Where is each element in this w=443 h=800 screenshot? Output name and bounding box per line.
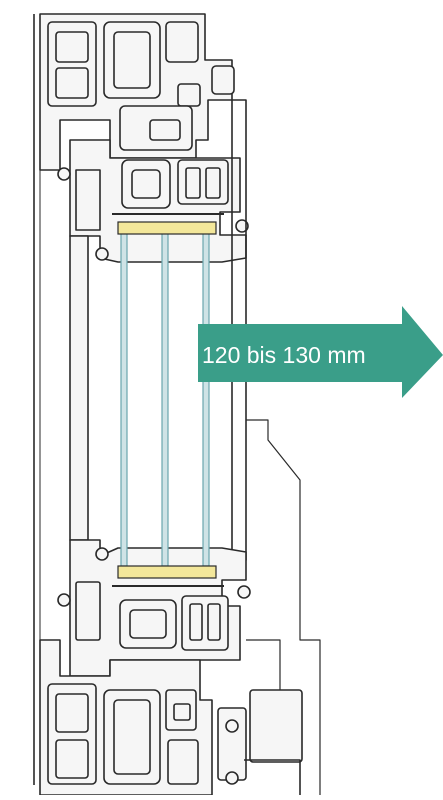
dimension-arrow: [198, 306, 443, 398]
glazing-unit: [112, 213, 224, 587]
spacer-bottom: [117, 565, 217, 579]
glass-pane-1: [120, 231, 128, 567]
frame-mid-left: [69, 235, 89, 541]
spacer-top: [117, 221, 217, 235]
profile-cross-section: [33, 13, 321, 796]
glass-pane-2: [161, 231, 169, 567]
sill-block: [249, 689, 303, 763]
dimension-label: 120 bis 130 mm: [202, 342, 366, 368]
glass-pane-3: [202, 231, 210, 567]
